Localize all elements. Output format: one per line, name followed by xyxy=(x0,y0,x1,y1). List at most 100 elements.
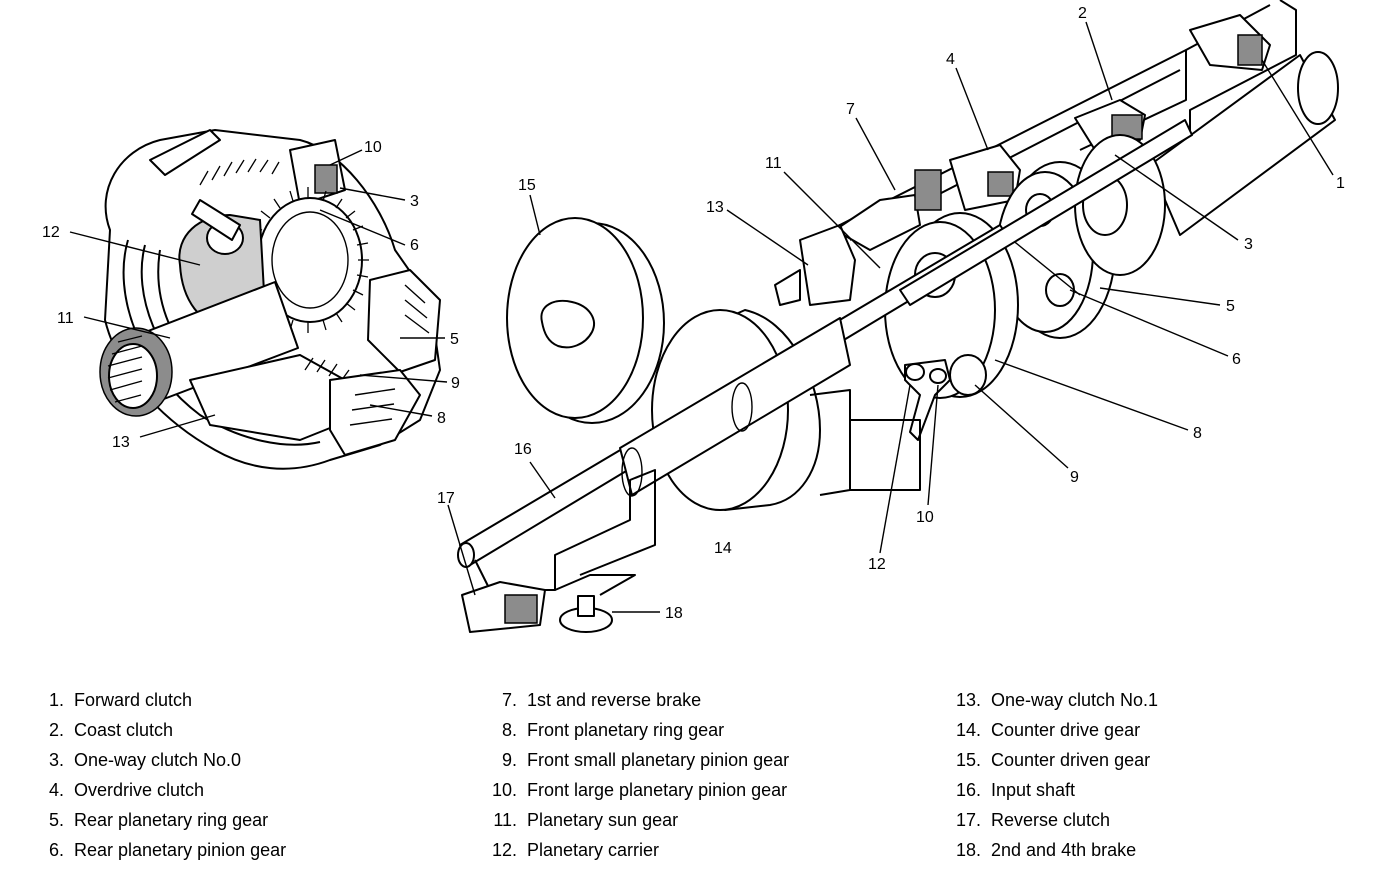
legend-column-1: 1. Forward clutch 2. Coast clutch 3.One-wa… xyxy=(32,688,472,868)
legend-number: 18. xyxy=(955,840,981,860)
legend-text: Rear planetary ring gear xyxy=(74,810,269,830)
legend-text: Counter driven gear xyxy=(991,750,1151,770)
legend-text: One-way clutch No.1 xyxy=(991,690,1159,710)
cutaway-label-8: 8 xyxy=(437,410,446,427)
planetary-carrier-eye-2 xyxy=(929,368,947,384)
legend-item: 1. Forward clutch xyxy=(32,688,472,718)
legend-item: 9.Front small planetary pinion gear xyxy=(485,748,925,778)
legend-item: 10.Front large planetary pinion gear xyxy=(485,778,925,808)
legend-number: 10. xyxy=(491,780,517,800)
input-shaft-sleeve-ring-1 xyxy=(621,447,643,497)
cutaway-assembly: 10 3 6 12 11 5 9 8 13 xyxy=(42,129,460,470)
cutaway-lower-fins xyxy=(349,388,396,426)
legend-number: 14. xyxy=(955,720,981,740)
legend-number: 2. xyxy=(48,720,64,740)
leader-16 xyxy=(529,461,556,499)
cutaway-leader-11 xyxy=(83,316,171,339)
legend-text: Rear planetary pinion gear xyxy=(74,840,287,860)
cutaway-upper-gear-teeth xyxy=(199,158,280,186)
legend-item: 11. Planetary sun gear xyxy=(485,808,925,838)
cutaway-rear-ring-gear-block xyxy=(367,269,441,373)
legend-column-3: 13.One-way clutch No.1 14.Counter drive … xyxy=(949,688,1389,868)
label-4: 4 xyxy=(946,51,955,68)
label-10: 10 xyxy=(916,509,934,526)
legend-number: 11. xyxy=(493,810,517,830)
legend-number: 16. xyxy=(955,780,981,800)
label-2: 2 xyxy=(1078,5,1087,22)
cutaway-label-10: 10 xyxy=(364,139,382,156)
legend-number: 6. xyxy=(48,840,64,860)
legend-text: Front small planetary pinion gear xyxy=(527,750,790,770)
legend-item: 17.Reverse clutch xyxy=(949,808,1389,838)
leader-10 xyxy=(927,384,939,506)
label-14: 14 xyxy=(714,540,732,557)
counter-driven-gear-hub xyxy=(540,300,595,349)
leader-11 xyxy=(783,171,881,269)
reverse-brake-plates xyxy=(914,169,942,211)
cutaway-lower-shell xyxy=(329,369,421,456)
cutaway-leader-8 xyxy=(369,404,433,417)
input-shaft-sleeve-ring-2 xyxy=(731,382,753,432)
cutaway-ring-gear-inner xyxy=(271,211,349,309)
leader-5 xyxy=(1099,287,1221,306)
legend-item: 8.Front planetary ring gear xyxy=(485,718,925,748)
label-17: 17 xyxy=(437,490,455,507)
legend-text: Overdrive clutch xyxy=(74,780,205,800)
reverse-clutch-plates xyxy=(504,594,538,624)
legend-item: 7. 1st and reverse brake xyxy=(485,688,925,718)
legend-number: 1. xyxy=(48,690,64,710)
legend-text: 1st and reverse brake xyxy=(527,690,702,710)
legend-text: Planetary sun gear xyxy=(527,810,679,830)
cutaway-lower-gear-teeth xyxy=(304,357,366,397)
transmission-diagram: 10 3 6 12 11 5 9 8 13 xyxy=(42,0,1345,633)
rear-shaft-cylinder-end xyxy=(1297,51,1339,125)
legend-text: Coast clutch xyxy=(74,720,174,740)
leader-17 xyxy=(447,504,476,596)
overdrive-clutch-plates xyxy=(987,171,1014,197)
label-8: 8 xyxy=(1193,425,1202,442)
label-15: 15 xyxy=(518,177,536,194)
brake-2-4-stem xyxy=(577,595,595,617)
legend-number: 5. xyxy=(48,810,64,830)
forward-clutch-plates xyxy=(1237,34,1263,66)
front-small-pinion-gear xyxy=(949,354,987,396)
leader-8 xyxy=(994,359,1189,431)
cutaway-dark-spline-top xyxy=(314,164,338,194)
legend-text: Input shaft xyxy=(991,780,1076,800)
legend-text: One-way clutch No.0 xyxy=(74,750,242,770)
cutaway-leader-9 xyxy=(359,374,448,383)
legend-text: Reverse clutch xyxy=(991,810,1111,830)
cutaway-leader-3 xyxy=(339,187,406,201)
rear-shaft-cylinder xyxy=(1149,54,1336,236)
leader-4 xyxy=(955,67,989,151)
cutaway-upper-clutch xyxy=(149,129,221,176)
cutaway-label-3: 3 xyxy=(410,193,419,210)
input-shaft-sleeve xyxy=(619,317,851,496)
label-7: 7 xyxy=(846,101,855,118)
label-6: 6 xyxy=(1232,351,1241,368)
legend-item: 6. Rear planetary pinion gear xyxy=(32,838,472,868)
legend-item: 3.One-way clutch No.0 xyxy=(32,748,472,778)
cutaway-leader-6 xyxy=(319,209,406,246)
legend-number: 4. xyxy=(48,780,64,800)
label-13: 13 xyxy=(706,199,724,216)
leader-1 xyxy=(1261,59,1334,176)
cutaway-label-6: 6 xyxy=(410,237,419,254)
cutaway-leader-12 xyxy=(69,231,201,266)
leader-13 xyxy=(726,209,809,266)
legend-text: Forward clutch xyxy=(74,690,193,710)
leader-9 xyxy=(974,384,1069,469)
legend-number: 7. xyxy=(501,690,517,710)
legend-item: 14. Counter drive gear xyxy=(949,718,1389,748)
cutaway-spline-face xyxy=(108,343,158,409)
leader-7 xyxy=(855,117,896,191)
legend-item: 15. Counter driven gear xyxy=(949,748,1389,778)
input-shaft-upper xyxy=(899,119,1193,306)
label-9: 9 xyxy=(1070,469,1079,486)
leader-15 xyxy=(529,194,541,236)
cutaway-spline-ridges xyxy=(107,335,143,403)
legend-text: Planetary carrier xyxy=(527,840,660,860)
legend-number: 15. xyxy=(955,750,981,770)
legend-text: Counter drive gear xyxy=(991,720,1141,740)
legend-item: 18.2nd and 4th brake xyxy=(949,838,1389,868)
